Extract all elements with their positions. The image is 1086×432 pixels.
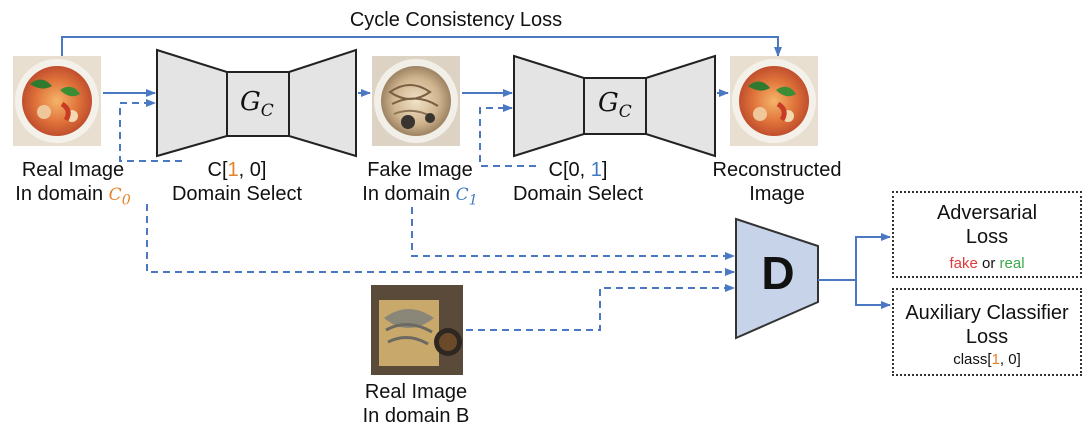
real-to-d-arrow	[146, 204, 735, 276]
domain-select-2-label: C[0, 1] Domain Select	[512, 159, 644, 205]
domain-select-1-label: C[1, 0] Domain Select	[171, 159, 303, 205]
domain-select-1-arrow	[119, 99, 182, 162]
real-image-domain-b-label: Real Image In domain B	[362, 381, 470, 427]
d-to-adversarial-arrow	[818, 233, 891, 281]
discriminator-shape	[735, 217, 819, 340]
fake-image-label: Fake Image In domain C1	[362, 159, 478, 209]
generator-2-label: GC	[598, 88, 632, 123]
domain-c0-symbol: C0	[108, 185, 131, 209]
real-image-label: Real Image In domain C0	[15, 159, 131, 209]
real-image-thumbnail	[13, 56, 101, 146]
adversarial-loss-title: Adversarial Loss	[936, 202, 1038, 248]
auxiliary-loss-box: Auxiliary Classifier Loss class[1, 0]	[892, 288, 1082, 376]
domain-select-2-arrow	[479, 104, 536, 167]
cycle-loss-arrow	[61, 36, 782, 57]
cycle-consistency-loss-label: Cycle Consistency Loss	[349, 9, 563, 31]
generator-1-label: GC	[240, 87, 274, 122]
reconstructed-image-thumbnail	[730, 56, 818, 146]
domain-c1-symbol: C1	[455, 185, 478, 209]
real-image-domain-b-thumbnail	[371, 285, 463, 375]
generator-1	[156, 48, 357, 158]
d-to-auxiliary-arrow	[855, 280, 891, 309]
fake-to-d-arrow	[411, 207, 735, 260]
discriminator-label: D	[761, 247, 795, 299]
reconstructed-image-label: Reconstructed Image	[712, 159, 842, 205]
generator-2	[513, 54, 716, 158]
auxiliary-loss-title: Auxiliary Classifier Loss	[905, 302, 1069, 348]
adversarial-loss-box: Adversarial Loss fake or real	[892, 191, 1082, 278]
real-b-to-d-arrow	[466, 284, 735, 331]
auxiliary-loss-class: class[1, 0]	[953, 351, 1021, 368]
adversarial-loss-targets: fake or real	[949, 255, 1025, 272]
fake-image-thumbnail	[372, 56, 460, 146]
